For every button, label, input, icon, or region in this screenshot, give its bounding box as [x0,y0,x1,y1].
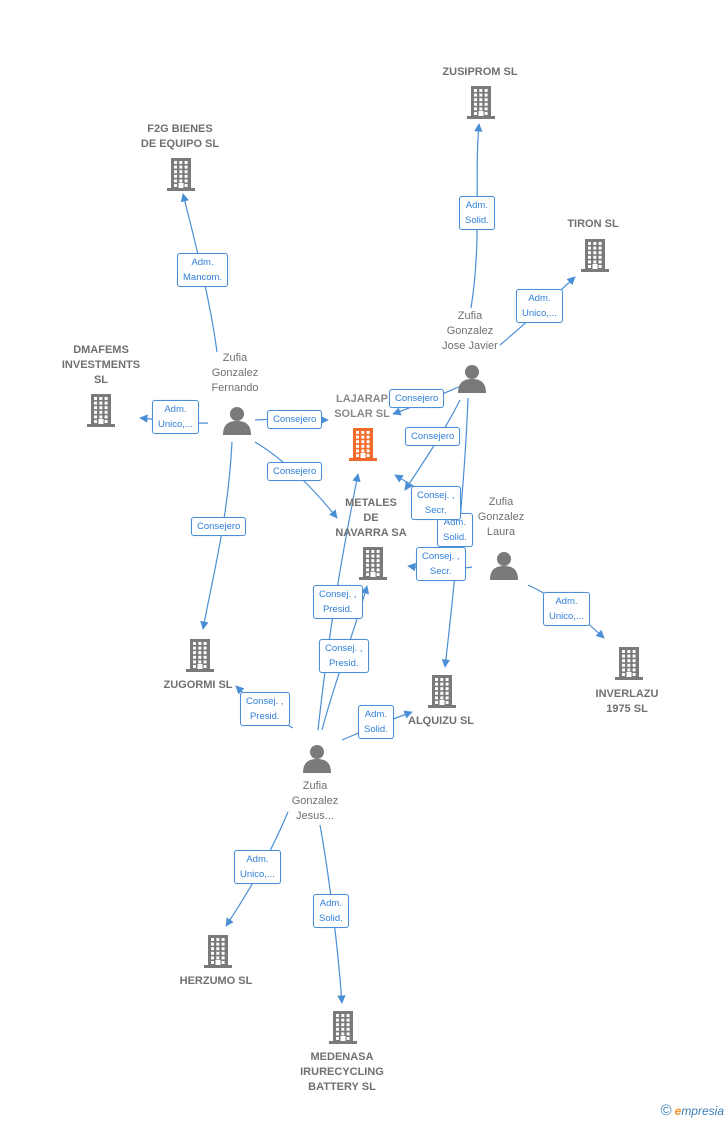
building-icon[interactable] [349,427,377,466]
edge-label-e17: Adm. Solid. [358,705,394,739]
edge-label-e10: Consejero [191,517,247,536]
building-icon[interactable] [428,674,456,713]
node-label-metales[interactable]: METALES DE NAVARRA SA [335,497,407,539]
building-icon[interactable] [581,238,609,277]
node-label-fernando[interactable]: Zufia Gonzalez Fernando [211,352,259,394]
brand-logo-text: mpresia [681,1104,724,1118]
edge-label-e13: Adm. Unico,... [543,592,590,626]
building-icon[interactable] [467,85,495,124]
edge-label-e3: Consejero [389,389,445,408]
node-label-zusiprom[interactable]: ZUSIPROM SL [442,66,518,78]
edge-label-e15: Consej. , Presid. [319,639,369,673]
building-icon[interactable] [167,157,195,196]
edge-label-e11: Consej. , Secr. [411,486,461,520]
brand-logo-e: e [674,1104,682,1118]
node-label-tiron[interactable]: TIRON SL [567,218,619,230]
node-label-inverlazu[interactable]: INVERLAZU 1975 SL [595,688,659,715]
edge-label-e1: Adm. Solid. [459,196,495,230]
edge-label-e16: Consej. , Presid. [240,692,290,726]
node-label-laura[interactable]: Zufia Gonzalez Laura [477,496,525,538]
building-icon[interactable] [329,1010,357,1049]
person-icon[interactable] [222,405,252,440]
node-label-alquizu[interactable]: ALQUIZU SL [408,715,474,727]
edge-label-e18: Adm. Unico,... [234,850,281,884]
building-icon[interactable] [204,934,232,973]
building-icon[interactable] [186,638,214,677]
node-label-medenasa[interactable]: MEDENASA IRURECYCLING BATTERY SL [300,1051,384,1093]
edge-label-e2: Adm. Unico,... [516,289,563,323]
edge-label-e12: Consej. , Secr. [416,547,466,581]
edge-label-e8: Consejero [267,410,323,429]
node-label-lajarap[interactable]: LAJARAP SOLAR SL [334,393,390,420]
copyright-symbol: © [660,1102,672,1119]
edge-label-e7: Adm. Unico,... [152,400,199,434]
edge-label-e19: Adm. Solid. [313,894,349,928]
building-icon[interactable] [87,393,115,432]
node-label-herzumo[interactable]: HERZUMO SL [179,975,253,987]
node-label-dmafems[interactable]: DMAFEMS INVESTMENTS SL [61,344,141,386]
brand-watermark: ©empresia [661,1102,724,1119]
edge-label-e4: Consejero [405,427,461,446]
edge-label-e6: Adm. Mancom. [177,253,229,287]
building-icon[interactable] [615,646,643,685]
node-label-javier[interactable]: Zufia Gonzalez Jose Javier [442,310,498,352]
building-icon[interactable] [359,546,387,585]
person-icon[interactable] [302,743,332,778]
person-icon[interactable] [457,363,487,398]
edge-label-e14: Consej. , Presid. [313,585,363,619]
person-icon[interactable] [489,550,519,585]
node-label-f2g[interactable]: F2G BIENES DE EQUIPO SL [140,123,220,150]
edge-label-e9: Consejero [267,462,323,481]
node-label-jesus[interactable]: Zufia Gonzalez Jesus... [291,780,339,822]
node-label-zugormi[interactable]: ZUGORMI SL [163,679,233,691]
edge-fernando-to-zugormi [200,441,233,630]
